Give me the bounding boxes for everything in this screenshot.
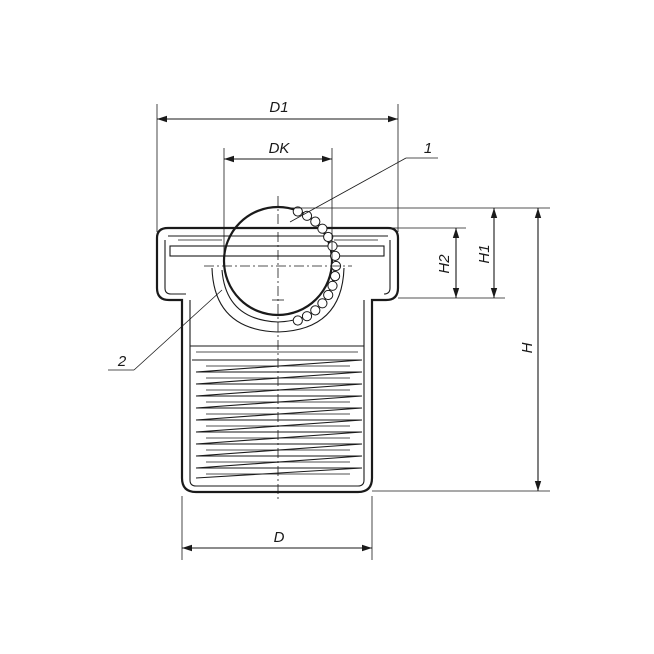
h2-label: H2: [436, 254, 453, 274]
spring: [192, 359, 363, 479]
support-ball: [330, 250, 341, 261]
d1-label: D1: [269, 99, 288, 116]
callout-1: 1: [289, 140, 438, 223]
support-ball: [327, 280, 338, 291]
callout-2: 2: [108, 289, 223, 371]
callout-1-leader: [289, 157, 407, 223]
support-ball: [310, 305, 321, 316]
dimension-dk: DK: [223, 140, 333, 262]
support-ball: [323, 231, 334, 243]
support-ball: [330, 271, 341, 282]
flange-inner-contour: [164, 240, 391, 295]
dimension-h2: H2: [336, 227, 466, 298]
callout-2-label: 2: [117, 353, 127, 370]
support-ball: [292, 315, 303, 326]
support-ball: [292, 206, 303, 217]
spring-coils-outer: [192, 359, 363, 479]
cover-plate: [169, 245, 385, 257]
center-lines: [204, 196, 352, 500]
dk-label: DK: [269, 140, 291, 157]
h1-label: H1: [476, 244, 493, 263]
h-label: H: [519, 342, 536, 353]
dimension-h: H: [290, 207, 550, 492]
support-ball: [301, 311, 313, 322]
support-ball: [317, 298, 328, 309]
d-label: D: [274, 529, 285, 546]
housing-outer-profile: [155, 226, 400, 494]
support-ball: [317, 223, 328, 234]
support-ball: [327, 241, 338, 252]
callout-1-label: 1: [424, 140, 432, 157]
dimension-h1: H1: [398, 208, 505, 299]
callout-2-leader: [133, 289, 223, 371]
dimension-d1: D1: [156, 99, 399, 232]
housing-inner-wall: [189, 300, 365, 487]
support-ball: [310, 216, 321, 227]
support-ball: [323, 289, 334, 301]
dimension-d: D: [181, 496, 373, 560]
